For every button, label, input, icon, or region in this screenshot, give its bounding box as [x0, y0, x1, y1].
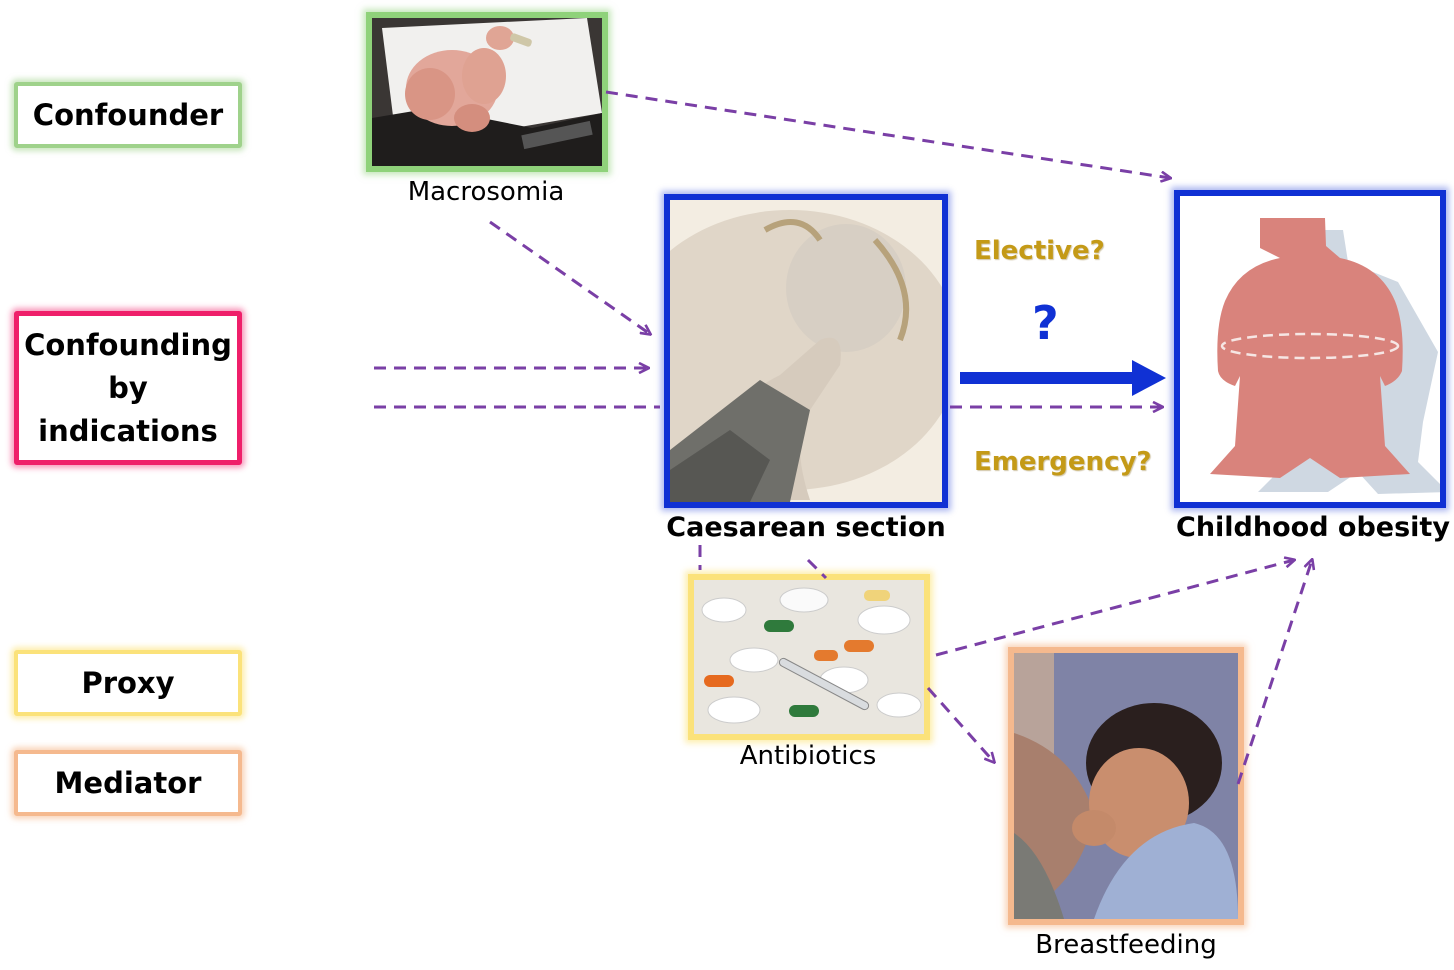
macrosomia-photo: [366, 12, 608, 172]
legend-confounder-label: Confounder: [33, 98, 223, 132]
arrow-breastfeeding-to-obesity: [1238, 560, 1312, 784]
legend-mediator-label: Mediator: [55, 766, 202, 800]
arrow-macrosomia-to-caesarean: [490, 222, 650, 334]
legend-confounder: Confounder: [14, 82, 242, 148]
legend-indications-line2: by: [108, 371, 148, 405]
childhood-obesity-caption: Childhood obesity: [1176, 512, 1444, 543]
macrosomia-caption: Macrosomia: [386, 177, 586, 207]
legend-proxy-label: Proxy: [81, 666, 174, 700]
elective-label: Elective?: [974, 236, 1105, 266]
antibiotics-caption: Antibiotics: [708, 741, 908, 771]
legend-proxy: Proxy: [14, 650, 242, 716]
arrow-antibiotics-to-breastfeeding: [928, 688, 994, 762]
arrow-antibiotics-to-obesity: [936, 560, 1294, 655]
breastfeeding-photo: [1008, 647, 1244, 925]
caesarean-caption: Caesarean section: [656, 512, 956, 543]
childhood-obesity-image: [1174, 190, 1446, 508]
legend-confounding-by-indications: Confounding by indications: [14, 311, 242, 465]
caesarean-photo: [664, 194, 948, 508]
antibiotics-photo: [688, 574, 930, 740]
legend-indications-line3: indications: [38, 414, 218, 448]
causal-question-mark: ?: [1032, 296, 1059, 350]
arrow-macrosomia-to-obesity: [606, 92, 1170, 178]
legend-indications-line1: Confounding: [24, 328, 232, 362]
legend-mediator: Mediator: [14, 750, 242, 816]
main-causal-arrow: [960, 360, 1166, 396]
breastfeeding-caption: Breastfeeding: [1016, 930, 1236, 960]
emergency-label: Emergency?: [974, 447, 1152, 477]
